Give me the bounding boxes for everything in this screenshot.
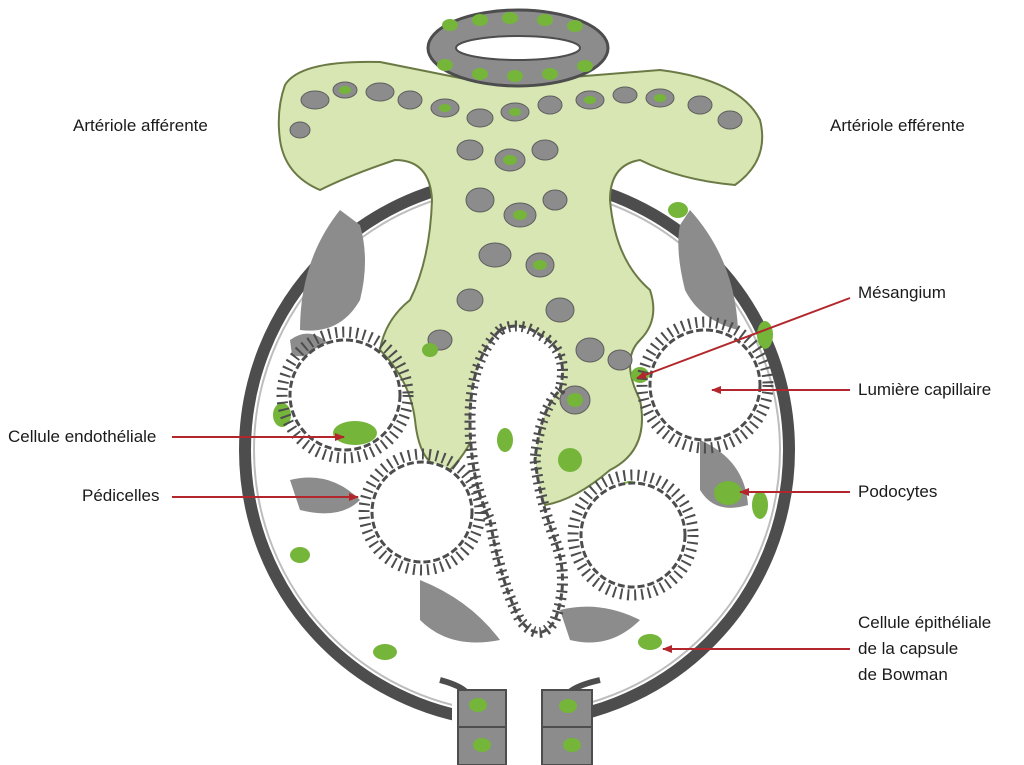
- label-bowman-line-2: de la capsule: [858, 639, 958, 658]
- label-podocytes: Podocytes: [858, 482, 937, 501]
- mesangium-matrix: [277, 60, 764, 507]
- labels: Artériole afférente Artériole efférente …: [8, 116, 991, 684]
- podocyte-tissue: [290, 210, 748, 643]
- stalk-nuclei: [339, 86, 666, 499]
- arrow-mesangium: [636, 297, 851, 379]
- top-tubule: [426, 8, 610, 88]
- label-capillary-lumen: Lumière capillaire: [858, 380, 991, 399]
- label-bowman-line-1: Cellule épithéliale: [858, 613, 991, 632]
- label-pedicels: Pédicelles: [82, 486, 160, 505]
- label-afferent-arteriole: Artériole afférente: [73, 116, 208, 135]
- label-efferent-arteriole: Artériole efférente: [830, 116, 965, 135]
- label-mesangium: Mésangium: [858, 283, 946, 302]
- label-endothelial-cell: Cellule endothéliale: [8, 427, 156, 446]
- arrows: [172, 297, 851, 653]
- mesangial-cells: [289, 81, 743, 415]
- label-bowman-line-3: de Bowman: [858, 665, 948, 684]
